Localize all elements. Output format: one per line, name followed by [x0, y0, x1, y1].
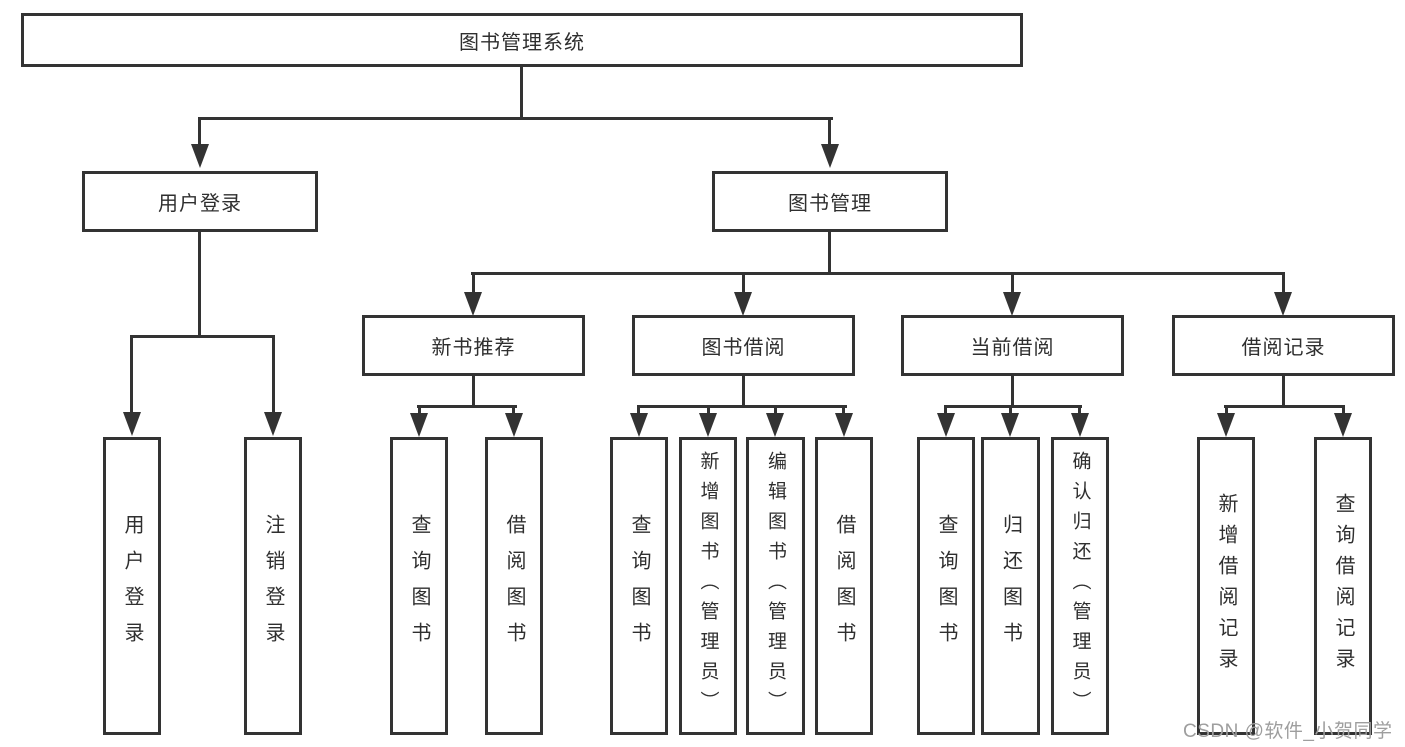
- connector-drop-current-borrow: [1011, 272, 1014, 293]
- connector-new-books-stem: [472, 376, 475, 405]
- leaf-label: 借阅图书: [833, 514, 855, 658]
- arrowhead-down-icon: [699, 413, 717, 437]
- connector-level1-bus: [198, 117, 833, 120]
- node-book-borrow-label: 图书借阅: [701, 337, 786, 359]
- node-root: 图书管理系统: [21, 13, 1023, 67]
- leaf-borrow-edit-admin: 编辑图书（管理员）: [746, 437, 805, 735]
- arrowhead-down-icon: [835, 413, 853, 437]
- node-borrow-records-label: 借阅记录: [1241, 337, 1326, 359]
- connector-drop-leaf: [842, 405, 845, 415]
- connector-drop-leaf: [512, 405, 515, 415]
- connector-book-borrow-stem: [742, 376, 745, 405]
- arrowhead-down-icon: [505, 413, 523, 437]
- connector-drop-leaf: [1342, 405, 1345, 415]
- connector-drop-leaf: [637, 405, 640, 415]
- leaf-label: 归还图书: [999, 514, 1022, 658]
- node-new-books-label: 新书推荐: [431, 337, 516, 359]
- arrowhead-down-icon: [1334, 413, 1352, 437]
- leaf-new-books-query: 查询图书: [390, 437, 448, 735]
- connector-drop-leaf: [1009, 405, 1012, 415]
- connector-drop-new-books: [472, 272, 475, 293]
- arrowhead-down-icon: [464, 292, 482, 316]
- connector-drop-leaf: [418, 405, 421, 415]
- connector-book-borrow-bus: [637, 405, 847, 408]
- leaf-user-login: 用户登录: [103, 437, 161, 735]
- node-user-login: 用户登录: [82, 171, 318, 232]
- arrowhead-down-icon: [1274, 292, 1292, 316]
- leaf-current-return: 归还图书: [981, 437, 1040, 735]
- connector-drop-book-borrow: [742, 272, 745, 293]
- connector-drop-user-login: [198, 117, 201, 145]
- leaf-label: 查询图书: [935, 514, 957, 658]
- arrowhead-down-icon: [1071, 413, 1089, 437]
- arrowhead-down-icon: [410, 413, 428, 437]
- leaf-label: 借阅图书: [503, 514, 525, 658]
- leaf-records-query: 查询借阅记录: [1314, 437, 1372, 735]
- node-book-borrow: 图书借阅: [632, 315, 855, 376]
- arrowhead-down-icon: [1217, 413, 1235, 437]
- leaf-label: 注销登录: [262, 514, 284, 658]
- leaf-borrow-add-admin: 新增图书（管理员）: [679, 437, 737, 735]
- leaf-label: 新增借阅记录: [1215, 493, 1237, 679]
- connector-current-borrow-bus: [944, 405, 1082, 408]
- connector-root-stem: [520, 67, 523, 119]
- arrowhead-down-icon: [1001, 413, 1019, 437]
- leaf-label: 查询图书: [628, 514, 650, 658]
- connector-borrow-records-bus: [1224, 405, 1345, 408]
- node-book-mgmt-label: 图书管理: [788, 193, 872, 215]
- arrowhead-down-icon: [123, 412, 141, 436]
- arrowhead-down-icon: [937, 413, 955, 437]
- leaf-records-add: 新增借阅记录: [1197, 437, 1255, 735]
- arrowhead-down-icon: [630, 413, 648, 437]
- connector-drop-leaf: [774, 405, 777, 415]
- connector-borrow-records-stem: [1282, 376, 1285, 405]
- connector-user-login-stem: [198, 232, 201, 335]
- arrowhead-down-icon: [734, 292, 752, 316]
- leaf-borrow-query: 查询图书: [610, 437, 668, 735]
- arrowhead-down-icon: [1003, 292, 1021, 316]
- node-book-mgmt: 图书管理: [712, 171, 948, 232]
- arrowhead-down-icon: [821, 144, 839, 168]
- connector-drop-leaf: [944, 405, 947, 415]
- connector-drop-leaf: [272, 335, 275, 413]
- connector-current-borrow-stem: [1011, 376, 1014, 405]
- leaf-label: 确认归还（管理员）: [1069, 451, 1091, 721]
- leaf-borrow-book: 借阅图书: [815, 437, 873, 735]
- connector-drop-book-mgmt: [828, 117, 831, 145]
- leaf-current-confirm-admin: 确认归还（管理员）: [1051, 437, 1109, 735]
- leaf-label: 用户登录: [121, 514, 143, 658]
- connector-drop-leaf: [707, 405, 710, 415]
- arrowhead-down-icon: [264, 412, 282, 436]
- leaf-current-query: 查询图书: [917, 437, 975, 735]
- connector-level2-bus: [471, 272, 1285, 275]
- leaf-label: 查询借阅记录: [1332, 493, 1354, 679]
- csdn-watermark: CSDN @软件_小贺同学: [1183, 721, 1393, 742]
- node-root-label: 图书管理系统: [459, 31, 585, 54]
- leaf-label: 编辑图书（管理员）: [765, 451, 786, 721]
- node-current-borrow: 当前借阅: [901, 315, 1124, 376]
- connector-book-mgmt-stem: [828, 232, 831, 272]
- node-new-books: 新书推荐: [362, 315, 585, 376]
- connector-new-books-bus: [417, 405, 517, 408]
- arrowhead-down-icon: [766, 413, 784, 437]
- node-user-login-label: 用户登录: [158, 193, 242, 215]
- connector-drop-borrow-records: [1282, 272, 1285, 293]
- leaf-logout: 注销登录: [244, 437, 302, 735]
- connector-drop-leaf: [130, 335, 133, 413]
- arrowhead-down-icon: [191, 144, 209, 168]
- leaf-label: 新增图书（管理员）: [697, 451, 719, 721]
- connector-drop-leaf: [1225, 405, 1228, 415]
- leaf-new-books-borrow: 借阅图书: [485, 437, 543, 735]
- connector-user-login-bus: [130, 335, 275, 338]
- connector-drop-leaf: [1078, 405, 1081, 415]
- leaf-label: 查询图书: [408, 514, 430, 658]
- node-current-borrow-label: 当前借阅: [970, 337, 1055, 359]
- node-borrow-records: 借阅记录: [1172, 315, 1395, 376]
